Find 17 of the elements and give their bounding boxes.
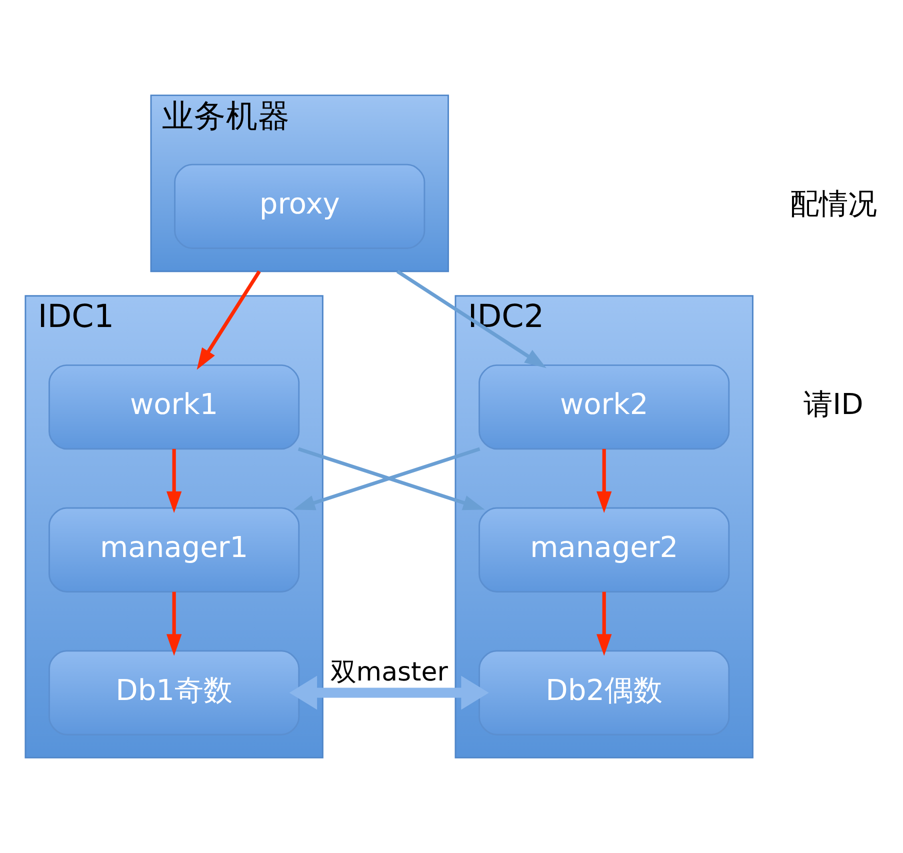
- label: 请ID: [804, 387, 864, 422]
- arrow: [596, 592, 612, 656]
- node-box: proxy: [174, 164, 426, 249]
- node-box: manager1: [48, 507, 300, 592]
- edge-label: 双master: [330, 657, 448, 688]
- node-box: work2: [478, 364, 730, 450]
- arrow: [166, 448, 182, 514]
- arrow: [596, 448, 612, 514]
- node-box: manager2: [478, 507, 730, 592]
- node-box: Db1奇数: [48, 650, 300, 736]
- label: 配情况: [790, 186, 878, 221]
- arrow: [196, 270, 261, 370]
- arrow: [289, 676, 489, 710]
- node-box: Db2偶数: [478, 650, 730, 736]
- arrow: [396, 270, 546, 368]
- node-box: work1: [48, 364, 300, 450]
- arrow: [166, 592, 182, 656]
